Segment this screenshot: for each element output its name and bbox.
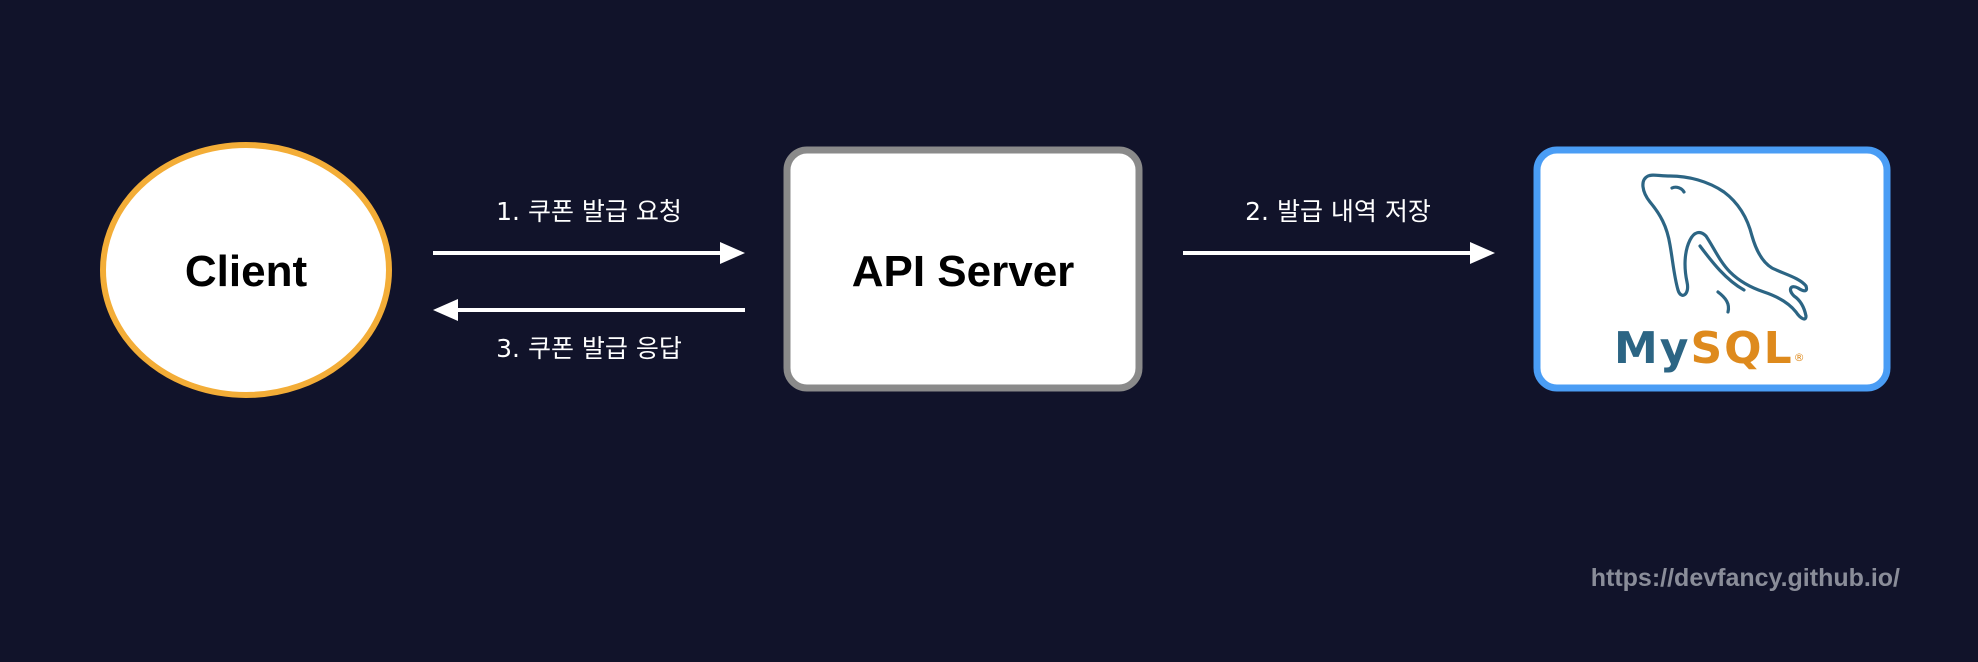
edge-request-label: 1. 쿠폰 발급 요청	[496, 197, 682, 226]
edge-save-label: 2. 발급 내역 저장	[1245, 197, 1431, 226]
edge-request: 1. 쿠폰 발급 요청	[433, 197, 745, 264]
watermark-url: https://devfancy.github.io/	[1591, 564, 1900, 592]
edge-response-arrowhead	[433, 299, 458, 321]
client-node: Client	[100, 142, 392, 398]
api-server-label: API Server	[852, 247, 1075, 296]
edge-response-label: 3. 쿠폰 발급 응답	[496, 334, 682, 363]
mysql-logo-my: My	[1614, 323, 1690, 374]
mysql-node: MySQL®	[1533, 146, 1891, 392]
edge-request-arrowhead	[720, 242, 745, 264]
edge-response: 3. 쿠폰 발급 응답	[433, 299, 745, 363]
mysql-logo-sql: SQL	[1690, 323, 1793, 374]
mysql-logo-registered: ®	[1794, 351, 1805, 364]
mysql-box	[1533, 146, 1891, 392]
api-server-box	[783, 146, 1143, 392]
mysql-logo-text: MySQL®	[1614, 323, 1805, 374]
client-label: Client	[185, 247, 308, 296]
edge-save: 2. 발급 내역 저장	[1183, 197, 1495, 264]
mysql-dolphin-icon	[1641, 173, 1809, 321]
edge-save-arrowhead	[1470, 242, 1495, 264]
client-ellipse	[100, 142, 392, 398]
api-server-node: API Server	[783, 146, 1143, 392]
